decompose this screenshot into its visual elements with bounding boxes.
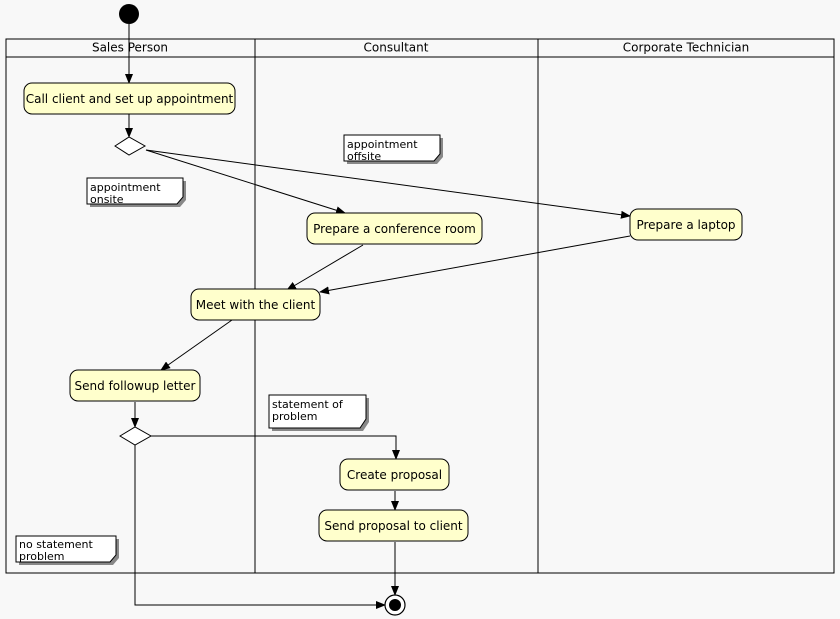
edge-laptop-to-meet [319, 235, 631, 295]
edge-meet-to-followup [160, 319, 233, 371]
note-no-statement-problem-line-2: problem [19, 550, 65, 563]
note-statement-of-problem-line-2: problem [272, 410, 318, 423]
edge-decision-to-create-proposal [151, 435, 400, 460]
edge-decision-to-conference-room [145, 149, 346, 215]
activity-prepare-conference-room: Prepare a conference room [306, 212, 483, 245]
edge-decision-to-end [134, 445, 386, 609]
activity-prepare-laptop-label: Prepare a laptop [636, 218, 735, 232]
lane-header-sales-person: Sales Person [92, 41, 168, 55]
note-appointment-onsite-line-1: appointment [90, 181, 161, 194]
note-appointment-offsite-line-2: offsite [347, 150, 381, 163]
start-node [119, 4, 139, 24]
activity-send-followup: Send followup letter [69, 369, 201, 402]
note-no-statement-problem-line-1: no statement [19, 538, 94, 551]
lane-header-consultant: Consultant [364, 41, 429, 55]
activity-send-followup-label: Send followup letter [75, 379, 196, 393]
note-no-statement-problem: no statement problem [15, 535, 119, 565]
activity-send-proposal: Send proposal to client [318, 509, 469, 542]
note-appointment-offsite: appointment offsite [343, 134, 443, 164]
note-statement-of-problem-line-1: statement of [272, 398, 344, 411]
activity-send-proposal-label: Send proposal to client [324, 519, 462, 533]
edges [125, 24, 631, 609]
note-statement-of-problem: statement of problem [268, 394, 369, 431]
end-node [384, 594, 406, 616]
edge-decision-to-laptop [145, 149, 631, 219]
note-appointment-onsite-line-2: onsite [90, 193, 124, 206]
activity-call-client-label: Call client and set up appointment [26, 92, 234, 106]
activity-meet-client: Meet with the client [190, 288, 321, 321]
activity-meet-client-label: Meet with the client [196, 298, 316, 312]
swimlanes: Sales Person Consultant Corporate Techni… [5, 38, 835, 574]
activity-prepare-conference-room-label: Prepare a conference room [313, 222, 476, 236]
decision-statement [119, 426, 153, 446]
decision-appointment [114, 136, 147, 156]
activity-create-proposal: Create proposal [339, 458, 450, 491]
activity-call-client: Call client and set up appointment [23, 82, 236, 115]
note-appointment-onsite: appointment onsite [86, 177, 186, 207]
activity-prepare-laptop: Prepare a laptop [629, 208, 743, 241]
lane-header-corporate-technician: Corporate Technician [623, 41, 750, 55]
edge-conference-room-to-meet [286, 244, 364, 291]
activity-create-proposal-label: Create proposal [347, 468, 442, 482]
note-appointment-offsite-line-1: appointment [347, 138, 418, 151]
